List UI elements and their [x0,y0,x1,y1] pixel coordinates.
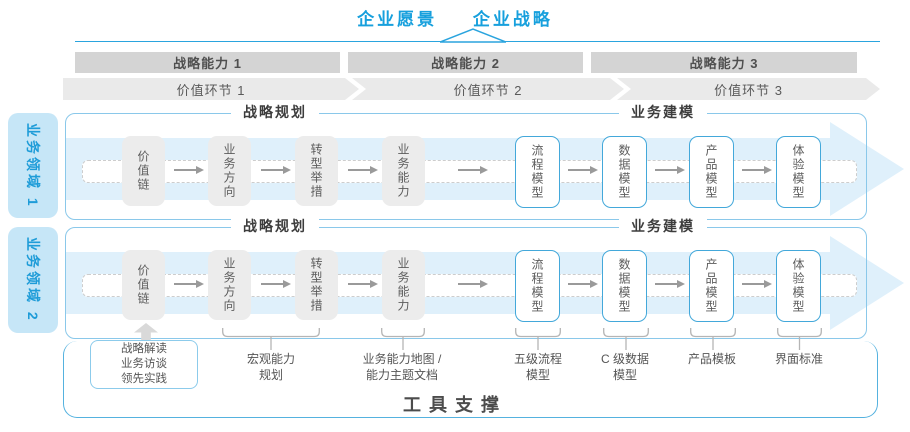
lane2-node-process-model: 流程模型 [515,250,560,322]
lane1-node-experience-model: 体验模型 [776,136,821,208]
lane2-planning-title: 战略规划 [231,216,319,236]
practice-line: 战略解读 [121,342,167,355]
lane2-node-experience-model: 体验模型 [776,250,821,322]
strategy-title: 企业战略 [472,10,553,29]
bracket-icon [690,328,736,350]
deliverable-label-process-model: 五级流程 模型 [513,352,563,383]
arrow-right-icon [655,166,685,173]
deliverable-label-ui-standard: 界面标准 [774,352,824,366]
arrow-right-icon [568,280,598,287]
practice-line: 业务访谈 [121,357,167,370]
arrow-right-icon [568,166,598,173]
domain-label-1: 业务领域 1 [8,113,58,218]
value-link-chevron-1: 价值环节 1 [63,78,359,100]
capability-band-1: 战略能力 1 [75,52,340,73]
arrow-right-icon [261,280,291,287]
value-link-chevron-2: 价值环节 2 [352,78,624,100]
deliverable-label-data-model: C 级数据 模型 [600,352,650,383]
deliverable-label-product-template: 产品模板 [687,352,737,366]
lane2-node-transformation-initiative: 转型举措 [295,250,338,320]
practice-input-box: 战略解读 业务访谈 领先实践 [90,340,198,389]
arrow-right-icon [742,166,772,173]
tool-support-container [63,341,878,418]
arrow-right-icon [458,280,488,287]
arrow-right-icon [348,280,378,287]
bracket-icon [515,328,561,350]
arrow-right-icon [458,166,488,173]
arrow-right-icon [655,280,685,287]
lane2-modeling-title: 业务建模 [619,216,707,236]
lane2-container [65,227,867,339]
bracket-icon [777,328,822,350]
deliverable-label-capability-map: 业务能力地图 / 能力主题文档 [362,352,442,383]
lane2-node-value-chain: 价值链 [122,250,165,320]
capability-band-3: 战略能力 3 [591,52,857,73]
lane1-planning-title: 战略规划 [231,102,319,122]
lane2-node-product-model: 产品模型 [689,250,734,322]
lane2-node-business-capability: 业务能力 [382,250,425,320]
deliverable-label-macro-capability: 宏观能力 规划 [246,352,296,383]
lane2-node-data-model: 数据模型 [602,250,647,322]
caret-up-icon [440,28,506,43]
lane2-dashed-track [82,274,857,297]
domain-label-2: 业务领域 2 [8,227,58,333]
lane1-modeling-title: 业务建模 [619,102,707,122]
lane2-node-business-direction: 业务方向 [208,250,251,320]
capability-band-2: 战略能力 2 [348,52,583,73]
arrow-right-icon [174,280,204,287]
arrow-right-icon [261,166,291,173]
lane1-node-product-model: 产品模型 [689,136,734,208]
lane1-node-business-direction: 业务方向 [208,136,251,206]
tool-support-title: 工具支撑 [403,395,507,415]
practice-line: 领先实践 [121,373,167,386]
arrow-right-icon [348,166,378,173]
lane1-node-value-chain: 价值链 [122,136,165,206]
bracket-icon [603,328,649,350]
arrow-right-icon [174,166,204,173]
vision-title: 企业愿景 [357,10,438,29]
lane1-node-data-model: 数据模型 [602,136,647,208]
value-link-chevron-3: 价值环节 3 [617,78,880,100]
bracket-icon [222,328,320,350]
lane1-node-business-capability: 业务能力 [382,136,425,206]
page-title: 企业愿景 企业战略 [0,5,910,30]
lane1-node-process-model: 流程模型 [515,136,560,208]
bracket-icon [381,328,425,350]
lane1-container [65,113,867,220]
lane1-dashed-track [82,160,857,183]
arrow-right-icon [742,280,772,287]
lane1-node-transformation-initiative: 转型举措 [295,136,338,206]
